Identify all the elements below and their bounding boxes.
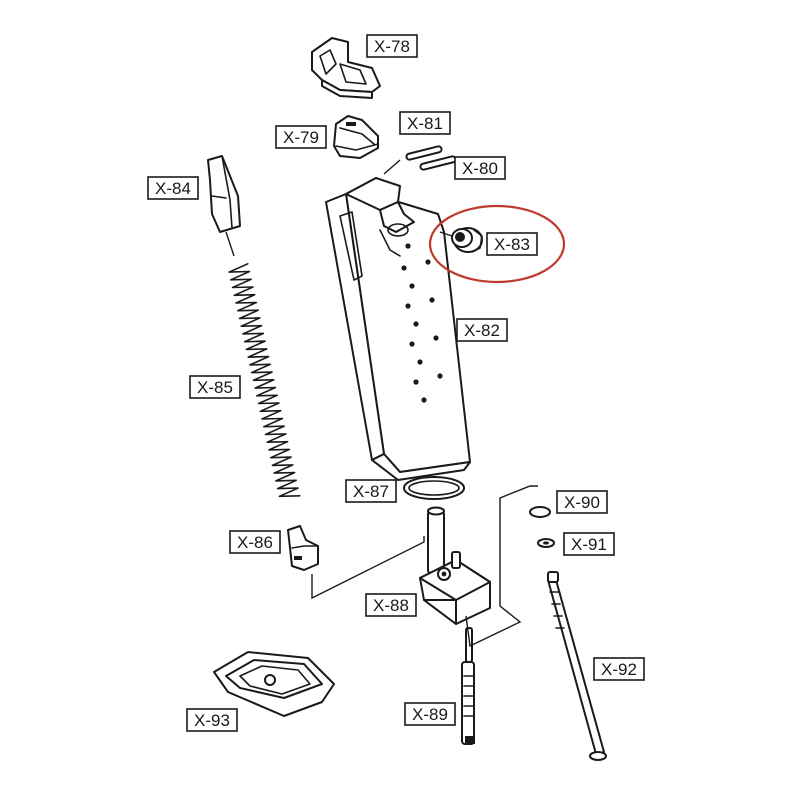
part-x92[interactable] (547, 571, 607, 761)
part-x86[interactable] (287, 525, 319, 571)
label-x87: X-87 (345, 479, 397, 503)
svg-text:X-87: X-87 (353, 482, 389, 501)
label-x79: X-79 (275, 125, 327, 149)
label-x93: X-93 (186, 708, 238, 732)
part-x89[interactable] (461, 627, 475, 745)
part-x82[interactable] (325, 177, 471, 481)
label-x82: X-82 (456, 318, 508, 342)
svg-text:X-92: X-92 (601, 660, 637, 679)
label-x84: X-84 (147, 176, 199, 200)
part-x91[interactable] (537, 538, 555, 548)
part-x83[interactable] (451, 227, 483, 253)
part-x93[interactable] (213, 651, 335, 717)
label-x92: X-92 (593, 657, 645, 681)
part-x80[interactable] (419, 155, 457, 171)
label-x86: X-86 (229, 530, 281, 554)
svg-text:X-93: X-93 (194, 711, 230, 730)
part-x84[interactable] (207, 155, 241, 233)
leader-x86-x88 (311, 536, 425, 600)
leader-x83-valve (439, 231, 453, 237)
label-x90: X-90 (556, 490, 608, 514)
svg-text:X-85: X-85 (197, 378, 233, 397)
svg-text:X-88: X-88 (373, 596, 409, 615)
leader-x81 (383, 159, 401, 175)
label-x81: X-81 (399, 111, 451, 135)
svg-text:X-82: X-82 (464, 321, 500, 340)
label-x78: X-78 (366, 34, 418, 58)
part-x85[interactable] (228, 263, 301, 498)
svg-text:X-90: X-90 (564, 493, 600, 512)
svg-text:X-78: X-78 (374, 37, 410, 56)
svg-text:X-79: X-79 (283, 128, 319, 147)
part-x78[interactable] (311, 37, 381, 99)
label-x88: X-88 (365, 593, 417, 617)
label-x89: X-89 (404, 702, 456, 726)
part-x90[interactable] (529, 506, 551, 518)
witness-holes (401, 243, 443, 403)
leader-x88-x90 (465, 485, 538, 648)
label-x91: X-91 (563, 532, 615, 556)
part-x88[interactable] (419, 506, 491, 625)
label-x85: X-85 (189, 375, 241, 399)
svg-text:X-83: X-83 (494, 235, 530, 254)
svg-text:X-84: X-84 (155, 179, 191, 198)
highlight-circle-x83 (428, 204, 566, 284)
part-x79[interactable] (333, 115, 379, 159)
svg-text:X-86: X-86 (237, 533, 273, 552)
label-x80: X-80 (454, 156, 506, 180)
leader-x84-x85 (225, 231, 235, 257)
label-x83: X-83 (486, 232, 538, 256)
svg-text:X-91: X-91 (571, 535, 607, 554)
svg-text:X-80: X-80 (462, 159, 498, 178)
part-x81[interactable] (405, 145, 443, 161)
svg-text:X-89: X-89 (412, 705, 448, 724)
part-x87[interactable] (403, 476, 465, 500)
svg-text:X-81: X-81 (407, 114, 443, 133)
